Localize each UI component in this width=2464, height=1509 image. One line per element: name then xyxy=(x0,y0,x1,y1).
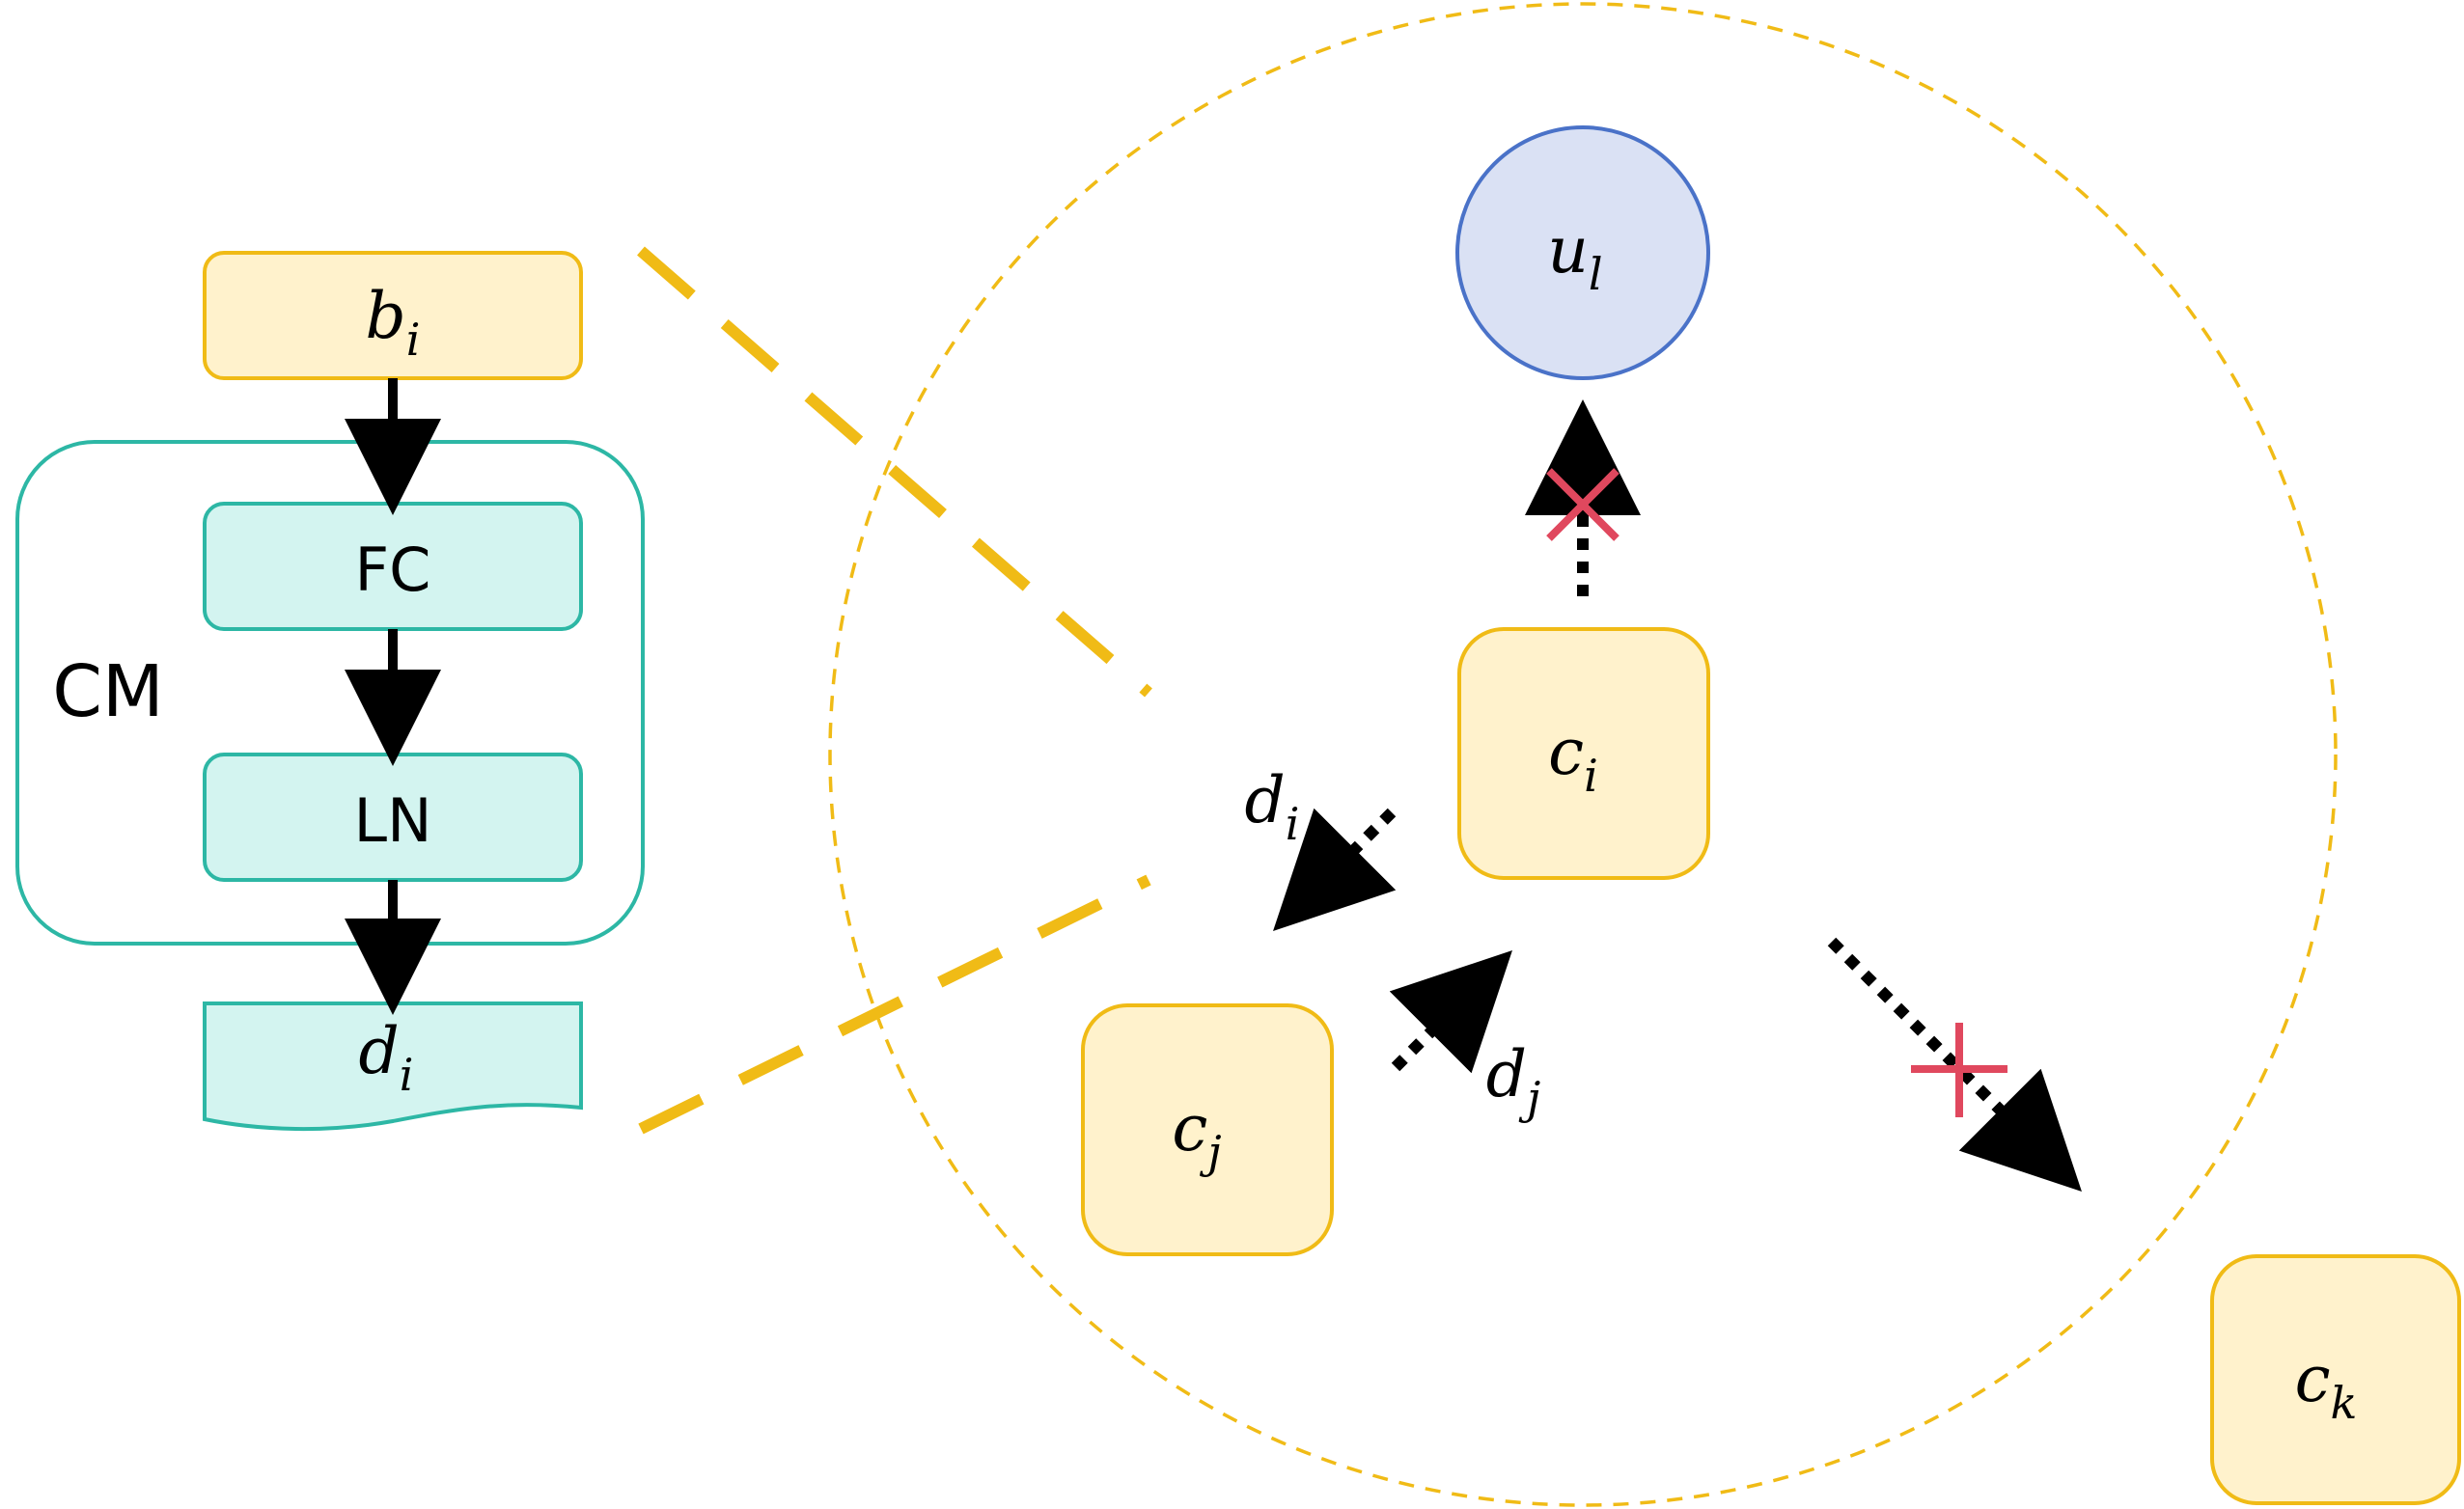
output-document xyxy=(203,1001,583,1132)
input-label: bi xyxy=(366,279,421,366)
fc-label: FC xyxy=(355,535,431,605)
ln-label: LN xyxy=(354,785,432,856)
cm-label: CM xyxy=(52,650,164,733)
output-label: di xyxy=(359,1014,414,1101)
message-i-label: di xyxy=(1245,763,1300,850)
blocked-arrow-to-outside xyxy=(1827,937,2082,1192)
message-arrow-i-to-j xyxy=(1273,808,1397,931)
message-j-label: dj xyxy=(1486,1037,1541,1124)
red-plus-icon xyxy=(1911,1023,2007,1117)
right-scene: ul ci cj ck di dj xyxy=(828,2,2461,1507)
left-pipeline: CM bi FC LN di xyxy=(15,251,645,1132)
neighborhood-circle xyxy=(828,2,2338,1507)
zoom-line-top xyxy=(637,246,1152,698)
zoom-line-bottom xyxy=(638,874,1151,1135)
center-cell xyxy=(1457,627,1710,880)
center-cell-label: ci xyxy=(1548,715,1598,802)
outside-cell xyxy=(2210,1254,2461,1505)
neighbor-cell xyxy=(1081,1003,1334,1256)
message-arrow-j-to-i xyxy=(1389,950,1512,1074)
neighbor-cell-label: cj xyxy=(1172,1091,1221,1178)
zoom-connectors xyxy=(637,246,1152,1135)
user-node-label: ul xyxy=(1547,213,1602,300)
user-node xyxy=(1455,125,1710,380)
red-cross-icon xyxy=(1546,468,1620,541)
outside-cell-label: ck xyxy=(2295,1342,2358,1429)
